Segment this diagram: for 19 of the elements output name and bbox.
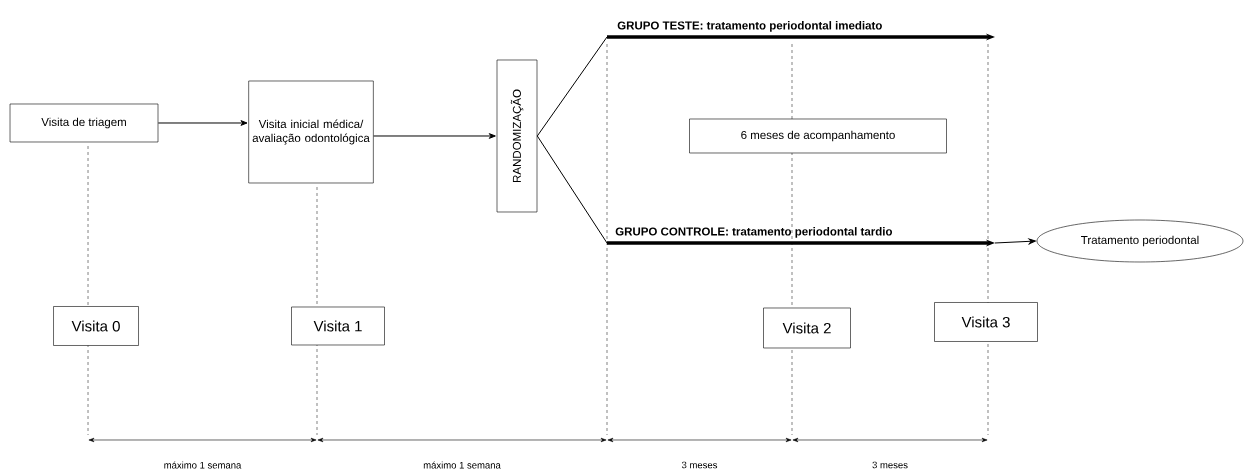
group-label: GRUPO TESTE: tratamento periodontal imediato xyxy=(617,21,882,32)
arrow xyxy=(157,120,248,126)
connector-line xyxy=(536,36,608,137)
dimension-label: 3 meses xyxy=(872,461,908,469)
arrow xyxy=(994,238,1036,245)
dimension-label: 3 meses xyxy=(681,461,718,469)
follow-up-box: 6 meses de acompanhamento xyxy=(689,118,947,154)
visit-box: Visita 1 xyxy=(291,306,385,346)
connector-line xyxy=(536,135,608,244)
randomization-box: RANDOMIZAÇÃO xyxy=(496,59,538,213)
arrow xyxy=(373,133,496,139)
visit-box: Visita 0 xyxy=(53,306,139,346)
dimension-label: máximo 1 semana xyxy=(164,461,242,469)
group-label: GRUPO CONTROLE: tratamento periodontal tardio xyxy=(615,227,893,238)
visit-box: Visita 2 xyxy=(763,307,851,349)
process-box: Visita de triagem xyxy=(9,103,159,143)
process-box: Visita inicial médica/ avaliação odontológica xyxy=(248,80,374,184)
dimension-label: máximo 1 semana xyxy=(423,461,501,469)
visit-box: Visita 3 xyxy=(934,302,1038,342)
